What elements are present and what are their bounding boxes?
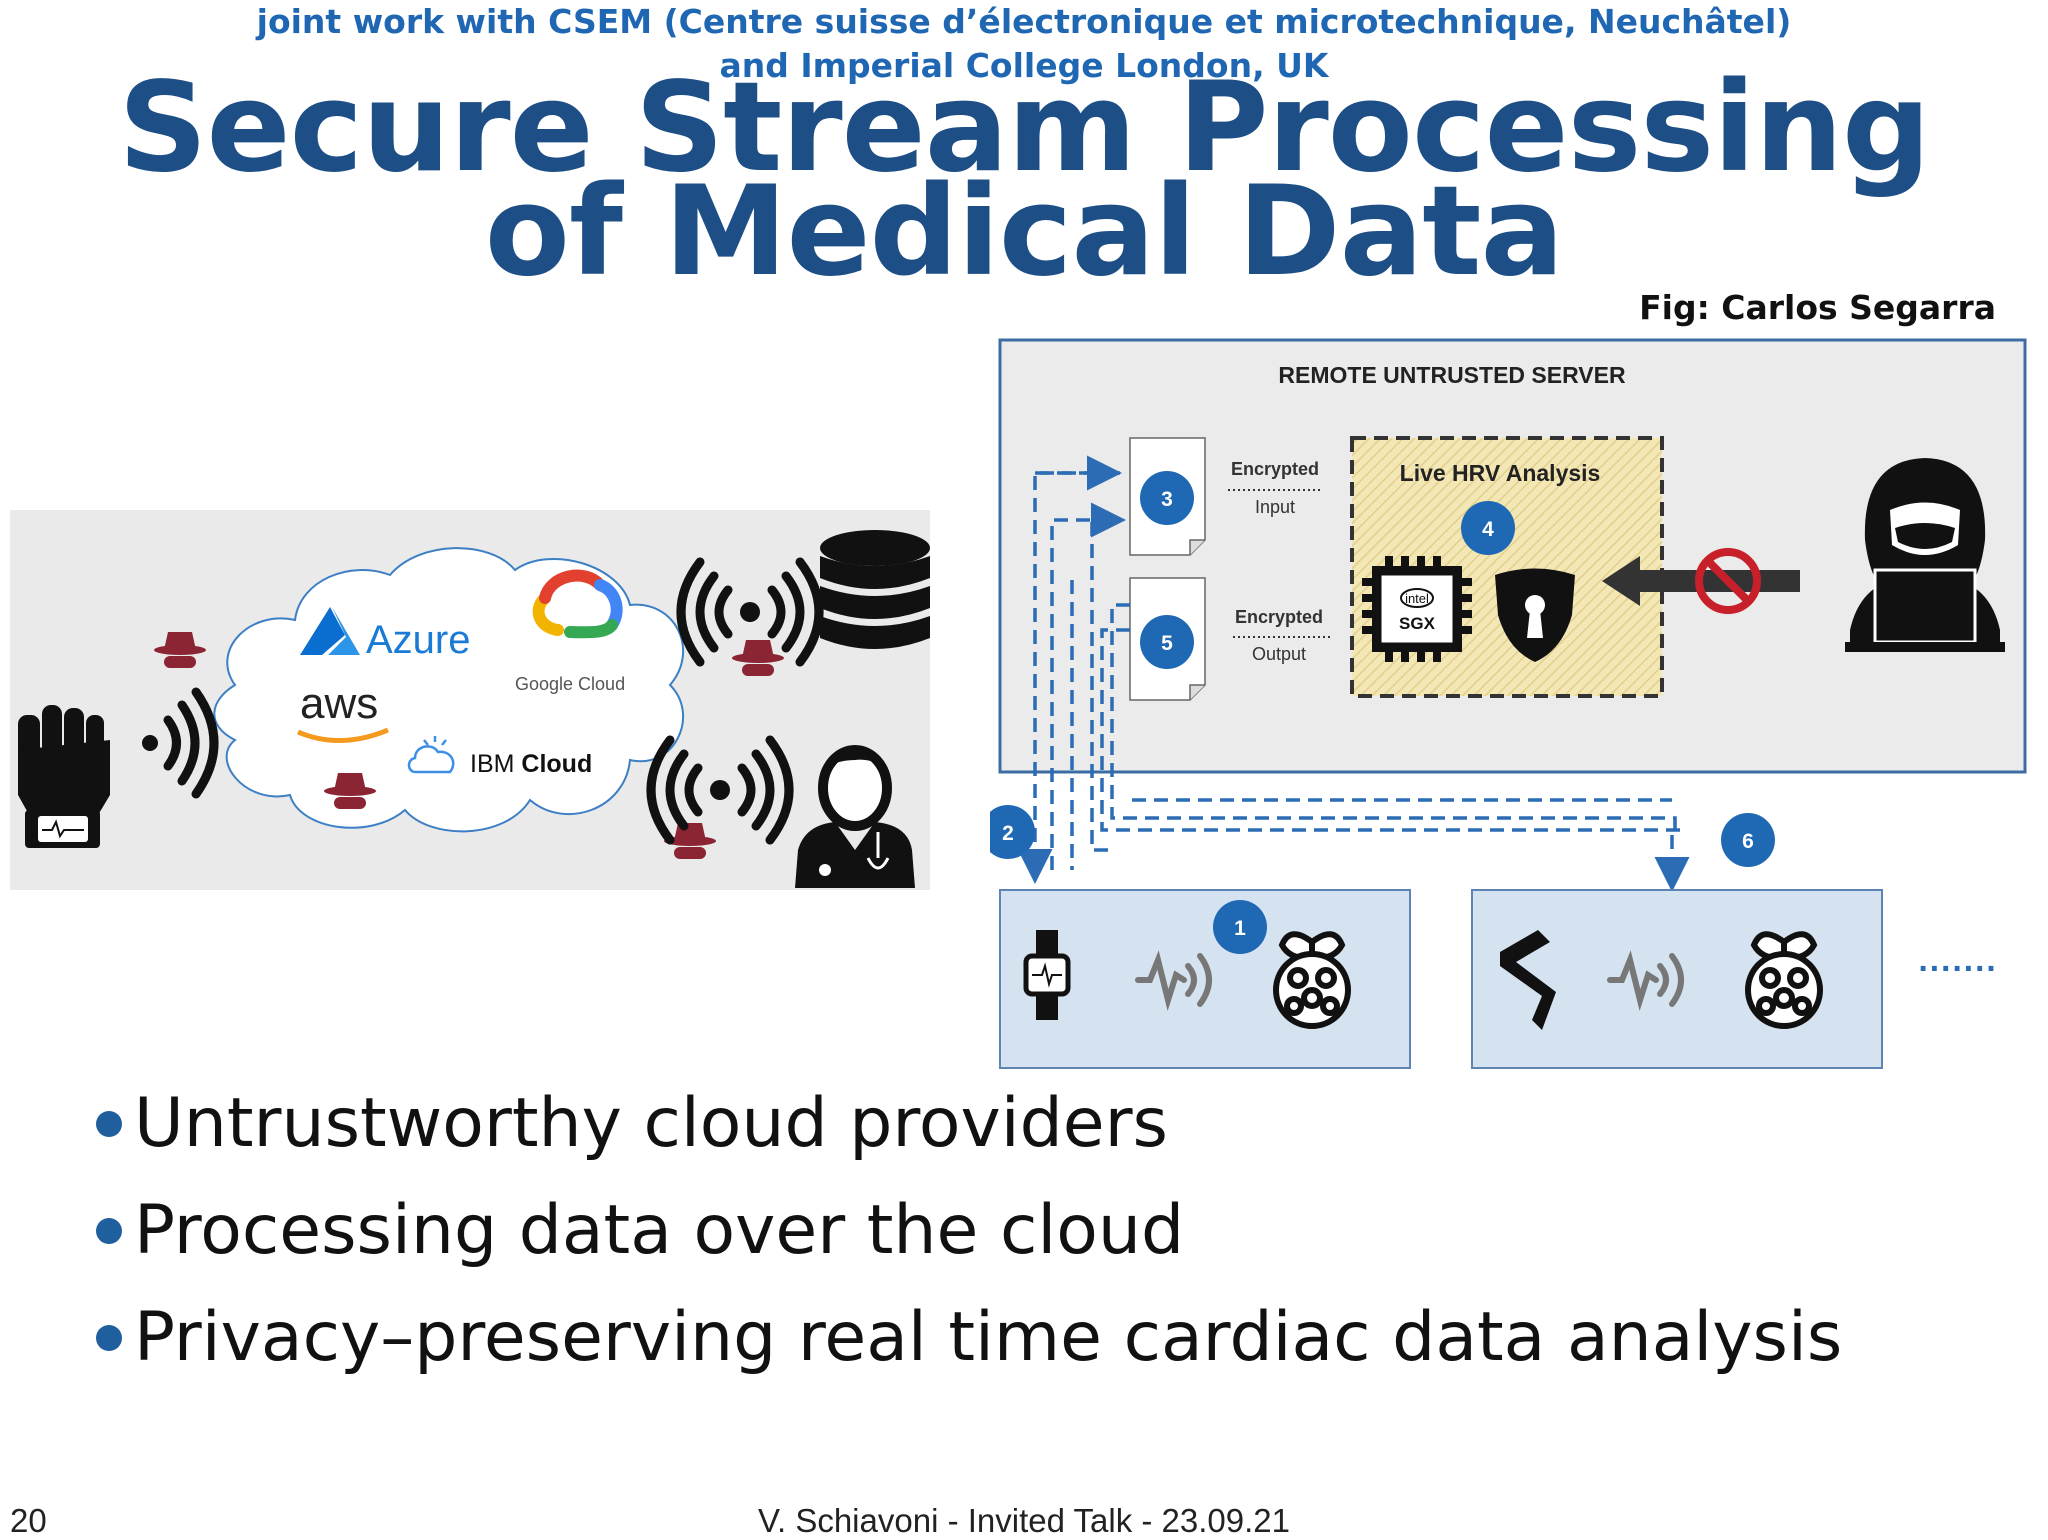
step-4-label: 4 — [1482, 518, 1494, 541]
footer-text: V. Schiavoni - Invited Talk - 23.09.21 — [758, 1502, 1290, 1539]
step-2-label: 2 — [1002, 822, 1014, 845]
step-1-label: 1 — [1234, 917, 1246, 940]
step-6-badge — [1721, 813, 1775, 867]
doctor-icon — [795, 745, 915, 888]
server-title: REMOTE UNTRUSTED SERVER — [1278, 362, 1626, 388]
architecture-diagram: REMOTE UNTRUSTED SERVER Live HRV Analysi… — [990, 338, 2027, 1069]
chip-sgx-label: SGX — [1399, 614, 1436, 633]
step-5-label: 5 — [1161, 632, 1173, 655]
ibm-cloud-label: IBM Cloud — [470, 750, 592, 778]
step-4-badge — [1461, 501, 1515, 555]
shield-keyhole-icon — [1495, 568, 1575, 662]
figure-credit: Fig: Carlos Segarra — [1639, 288, 1996, 327]
raspberry-pi-icon — [1745, 931, 1823, 1029]
step-6-label: 6 — [1742, 830, 1754, 853]
step-5-badge — [1140, 615, 1194, 669]
step-3-badge — [1140, 471, 1194, 525]
slide-title-line-1: Secure Stream Processing — [118, 56, 1930, 200]
wireless-signal-icon — [142, 687, 219, 799]
slide-title-line-2: of Medical Data — [484, 160, 1564, 304]
heart-signal-icon — [1607, 950, 1684, 1011]
bullet-item: Untrustworthy cloud providers — [96, 1070, 1842, 1177]
intel-sgx-chip-icon — [1362, 556, 1472, 662]
bullet-text: Processing data over the cloud — [134, 1191, 1185, 1270]
fist-smartwatch-icon — [18, 705, 110, 848]
subtitle-line-1: joint work with CSEM (Centre suisse d’él… — [256, 2, 1792, 41]
attacker-icon — [732, 640, 784, 676]
database-icon — [820, 530, 930, 649]
step-1-badge — [1213, 900, 1267, 954]
heart-signal-icon — [1135, 950, 1212, 1011]
data-flow-lines — [1017, 455, 1690, 892]
encrypted-input-label: Encrypted — [1231, 459, 1319, 479]
broadcast-icon — [676, 557, 824, 667]
chip-brand-label: intel — [1405, 591, 1429, 606]
bullet-dot-icon — [96, 1324, 122, 1351]
more-devices-ellipsis: ······· — [1918, 950, 1997, 988]
attacker-icon — [324, 773, 376, 809]
cloud-scenario-figure: Azure Google Cloud aws IBM Cloud — [10, 510, 930, 890]
attacker-icon — [154, 632, 206, 668]
raspberry-pi-icon — [1273, 931, 1351, 1029]
bullet-text: Privacy–preserving real time cardiac dat… — [134, 1298, 1843, 1377]
input-label: Input — [1255, 497, 1295, 517]
aws-smile-icon — [297, 727, 389, 743]
bullet-dot-icon — [96, 1110, 122, 1137]
step-3-label: 3 — [1161, 488, 1173, 511]
google-cloud-label: Google Cloud — [515, 674, 625, 694]
azure-logo-icon — [300, 607, 360, 655]
bullet-item: Privacy–preserving real time cardiac dat… — [96, 1284, 1842, 1391]
step-2-badge — [990, 805, 1035, 859]
cloud-scenario-svg: Azure Google Cloud aws IBM Cloud — [18, 530, 930, 888]
ibm-cloud-icon — [407, 736, 455, 774]
encrypted-output-label: Encrypted — [1235, 607, 1323, 627]
subtitle-line-2: and Imperial College London, UK — [719, 46, 1329, 85]
azure-label: Azure — [366, 618, 471, 662]
hacker-icon — [1845, 458, 2005, 652]
google-cloud-icon — [532, 569, 623, 639]
enclave-title: Live HRV Analysis — [1400, 460, 1601, 486]
zephyr-logo-icon — [1500, 930, 1556, 1030]
bullet-item: Processing data over the cloud — [96, 1177, 1842, 1284]
output-label: Output — [1252, 644, 1306, 664]
bullet-dot-icon — [96, 1217, 122, 1244]
broadcast-icon — [646, 735, 794, 845]
bullet-text: Untrustworthy cloud providers — [134, 1084, 1168, 1163]
prohibited-icon — [1695, 548, 1761, 614]
bullet-list: Untrustworthy cloud providers Processing… — [96, 1070, 1842, 1391]
page-number: 20 — [10, 1502, 47, 1539]
smartwatch-icon — [1023, 930, 1071, 1020]
aws-label: aws — [300, 679, 378, 728]
